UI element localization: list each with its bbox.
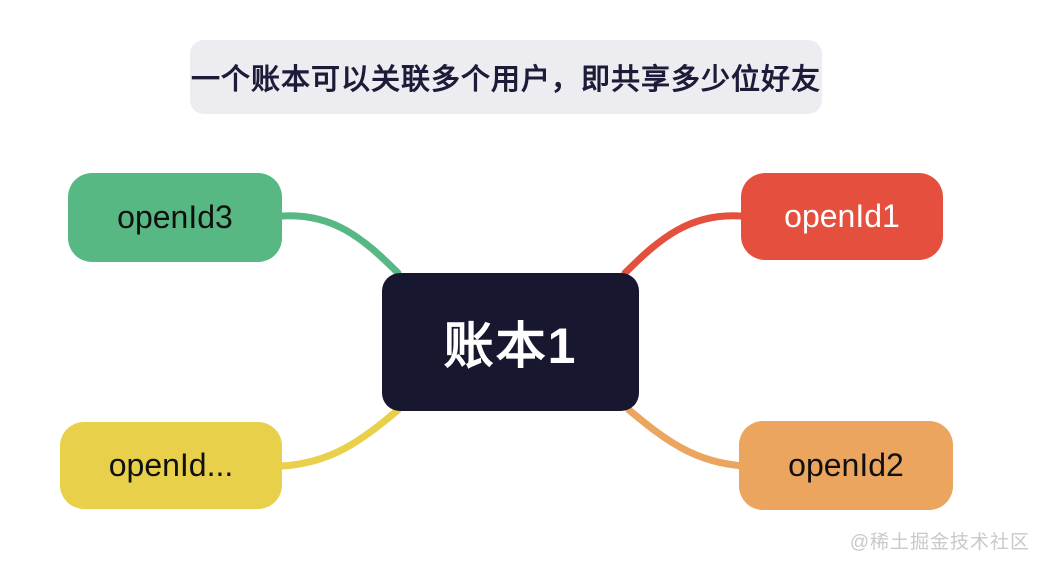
node-openid2[interactable]: openId2 — [739, 421, 953, 510]
edge-center-to-openid3 — [278, 212, 402, 277]
node-openid-more[interactable]: openId... — [60, 422, 282, 509]
node-openid3[interactable]: openId3 — [68, 173, 282, 262]
node-openid2-label: openId2 — [788, 447, 904, 483]
caption-text: 一个账本可以关联多个用户，即共享多少位好友 — [190, 64, 821, 96]
node-openid3-label: openId3 — [117, 199, 233, 235]
watermark-text: @稀土掘金技术社区 — [849, 532, 1030, 553]
watermark: @稀土掘金技术社区 — [850, 527, 1030, 554]
edge-center-to-openid1 — [621, 212, 745, 277]
node-ledger-1[interactable]: 账本1 — [382, 273, 639, 411]
node-openid-more-label: openId... — [108, 447, 234, 483]
edge-center-to-openid-more — [278, 406, 402, 470]
caption-banner: 一个账本可以关联多个用户，即共享多少位好友 — [190, 40, 822, 114]
node-ledger-1-label: 账本1 — [443, 318, 578, 374]
node-openid1-label: openId1 — [784, 198, 900, 234]
edge-center-to-openid2 — [625, 406, 749, 470]
node-openid1[interactable]: openId1 — [741, 173, 943, 260]
